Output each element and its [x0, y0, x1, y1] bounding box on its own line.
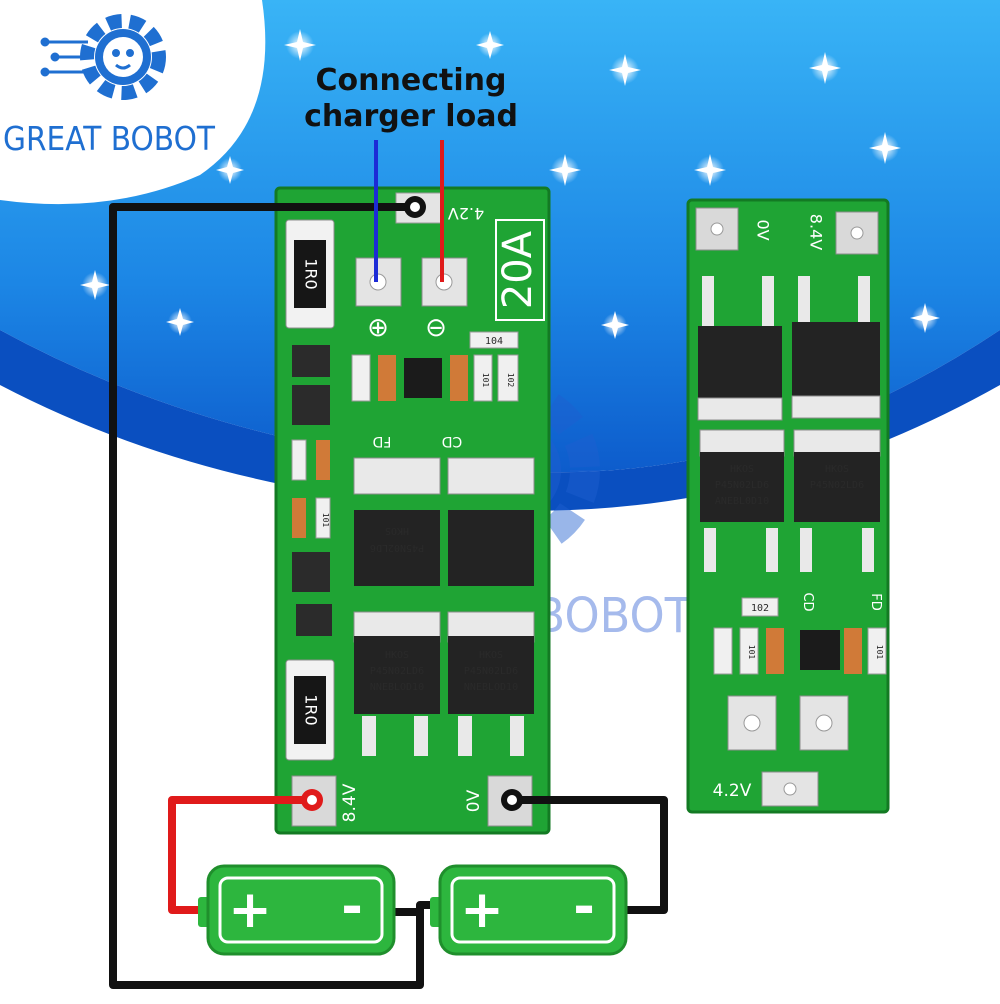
gear-icon [80, 14, 166, 100]
svg-text:102: 102 [506, 373, 515, 388]
star [910, 303, 940, 333]
svg-text:ANEBL0D10: ANEBL0D10 [715, 496, 769, 507]
cd-label-back: CD [800, 592, 815, 611]
wire-black-long [109, 203, 450, 989]
svg-text:HKOS: HKOS [825, 464, 849, 475]
rating-label: 20A [495, 230, 541, 309]
svg-text:P45N02LD6: P45N02LD6 [810, 480, 864, 491]
svg-text:101: 101 [747, 645, 756, 660]
left-components: 101 [291, 345, 332, 636]
back-components: 102 CD FD 101 101 [713, 592, 887, 675]
mosfets-front: HKOS P45N02LD6 HKOS P45N02LD6 NNEBLOD10 … [353, 457, 535, 756]
top-components: 101 102 104 FD CD [351, 331, 519, 449]
svg-text:HKOS: HKOS [479, 650, 503, 661]
svg-text:HKOS: HKOS [385, 650, 409, 661]
battery-1-minus: - [341, 877, 363, 937]
star [809, 52, 841, 84]
svg-text:P45N02LD6: P45N02LD6 [464, 666, 518, 677]
pcb-front: 4.2V 20A ⊕ ⊖ 1R0 1R0 101 [274, 186, 551, 835]
caption: Connecting charger load [304, 63, 518, 134]
circuit-lines-icon [40, 37, 88, 77]
star [80, 270, 110, 300]
pcb-back: 0V 8.4V HKOS P45N02LD6 ANEBL0D10 HKOS P4… [686, 198, 890, 814]
wire-red [168, 796, 312, 914]
svg-text:101: 101 [875, 645, 884, 660]
star [284, 29, 316, 61]
svg-text:HKOS: HKOS [730, 464, 754, 475]
star [694, 154, 726, 186]
battery-1: + - [198, 864, 396, 956]
label-8v4: 8.4V [340, 783, 360, 822]
wire-black-right [512, 796, 668, 914]
svg-text:104: 104 [485, 336, 503, 347]
battery-2-minus: - [573, 877, 595, 937]
label-4v2-back: 4.2V [713, 781, 752, 801]
svg-text:1R0: 1R0 [302, 694, 321, 725]
svg-text:P45N02LD6: P45N02LD6 [370, 542, 424, 553]
brand-name: GREAT BOBOT [3, 119, 216, 158]
terminals [301, 196, 523, 811]
svg-text:P45N02LD6: P45N02LD6 [370, 666, 424, 677]
svg-text:101: 101 [321, 513, 330, 528]
star [216, 156, 244, 184]
star [476, 31, 504, 59]
svg-text:102: 102 [751, 603, 769, 614]
battery-2-plus: + [460, 880, 504, 940]
svg-text:HKOS: HKOS [385, 525, 409, 536]
mosfets-back: HKOS P45N02LD6 ANEBL0D10 HKOS P45N02LD6 [697, 276, 881, 572]
label-0v-back: 0V [754, 219, 773, 240]
star [601, 311, 629, 339]
stars [80, 29, 940, 339]
label-8v4-back: 8.4V [807, 214, 826, 250]
star [869, 132, 901, 164]
caption-line-1: Connecting [316, 63, 507, 98]
svg-text:P45N02LD6: P45N02LD6 [715, 480, 769, 491]
brand-logo: GREAT BOBOT [3, 14, 216, 158]
star [549, 154, 581, 186]
pad-plus-symbol: ⊕ [367, 313, 389, 343]
svg-text:1R0: 1R0 [302, 258, 321, 289]
star [166, 308, 194, 336]
svg-text:101: 101 [481, 373, 490, 388]
caption-line-2: charger load [304, 99, 518, 134]
cd-label: CD [442, 433, 463, 449]
battery-1-plus: + [228, 880, 272, 940]
star [609, 54, 641, 86]
label-0v: 0V [464, 789, 484, 812]
battery-2: + - [430, 864, 628, 956]
fd-label-back: FD [868, 593, 883, 611]
fd-label: FD [373, 433, 392, 449]
svg-text:NNEBLOD10: NNEBLOD10 [370, 682, 424, 693]
svg-text:NNEBLOD10: NNEBLOD10 [464, 682, 518, 693]
wires [109, 140, 668, 989]
label-4v2-top: 4.2V [448, 204, 484, 223]
pad-minus-symbol: ⊖ [425, 313, 447, 343]
